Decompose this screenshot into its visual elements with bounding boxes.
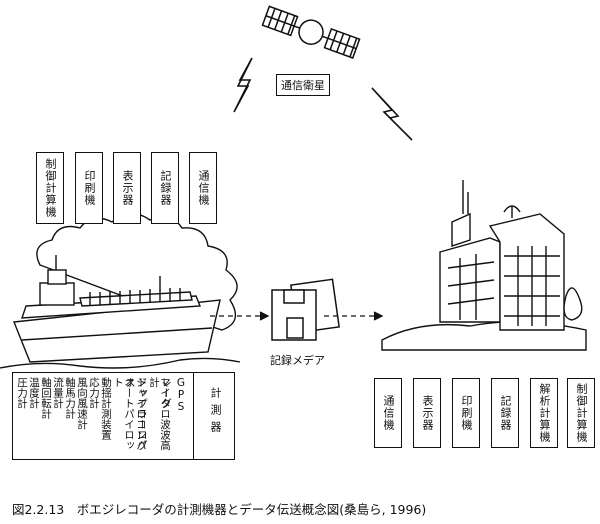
recording-media-label: 記録メデア: [270, 354, 325, 367]
shore-device-communicator: 通信機: [374, 378, 402, 448]
ship-icon: [0, 255, 241, 369]
instrument-flowmeter: 流量計: [52, 377, 64, 409]
instrument-radar: レーダ: [160, 377, 172, 409]
instrument-motion-measurement: 動揺計測装置: [100, 377, 112, 440]
flow-arrow-ship-to-media: [210, 311, 270, 321]
instrument-anemometer: 風向風速計: [76, 377, 88, 430]
satellite-label: 通信衛星: [276, 74, 330, 96]
flow-arrow-media-to-station: [324, 311, 384, 321]
shore-device-recorder: 記録器: [491, 378, 519, 448]
instrument-shaft-horsepower-meter: 軸馬力計: [64, 377, 76, 419]
radio-link-left-icon: [233, 57, 253, 113]
figure-caption: 図2.2.13 ボエジレコーダの計測機器とデータ伝送概念図(桑島ら, 1996): [12, 502, 427, 517]
instrument-stress-gauge: 応力計: [88, 377, 100, 409]
instruments-divider: [193, 373, 194, 459]
shore-device-analysis-computer: 解析計算機: [530, 378, 558, 448]
instrument-doppler-log: ドップラーログ: [136, 377, 148, 451]
shore-station-building-icon: [381, 180, 587, 351]
instrument-pressure-gauge: 圧力計: [16, 377, 28, 409]
ship-device-printer: 印刷機: [75, 152, 103, 224]
instrument-thermometer: 温度計: [28, 377, 40, 409]
shore-device-printer: 印刷機: [452, 378, 480, 448]
ship-device-control-computer: 制御計算機: [36, 152, 64, 224]
shore-device-display: 表示器: [413, 378, 441, 448]
radio-link-right-icon: [371, 87, 413, 141]
instruments-heading: 計測器: [209, 387, 222, 438]
instrument-gyrocompass: ジャイロコンパス: [124, 377, 147, 451]
floppy-disk-icon: [271, 278, 340, 341]
shore-device-control-computer: 制御計算機: [567, 378, 595, 448]
ship-device-communicator: 通信機: [189, 152, 217, 224]
instrument-autopilot: オートパイロット: [112, 377, 135, 451]
ship-device-recorder: 記録器: [151, 152, 179, 224]
satellite-icon: [261, 5, 361, 59]
instrument-shaft-tachometer: 軸回転計: [40, 377, 52, 419]
instrument-microwave-wave-meter: マイクロ波波高計: [148, 377, 171, 451]
instrument-gps: GPS: [175, 377, 187, 413]
ship-device-display: 表示器: [113, 152, 141, 224]
measurement-instruments-box: 圧力計 温度計 軸回転計 流量計 軸馬力計 風向風速計 応力計 動揺計測装置 オ…: [12, 372, 235, 460]
